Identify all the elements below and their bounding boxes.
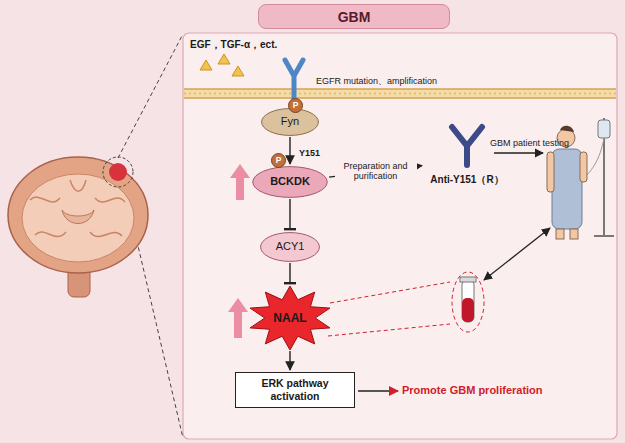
phospho-mark: P [271, 153, 286, 168]
up-arrow [230, 164, 250, 200]
star-shape [250, 286, 330, 350]
node-text: ACY1 [276, 240, 305, 253]
double-arrow [484, 228, 550, 280]
panel [183, 33, 617, 439]
blood-tube [452, 272, 484, 332]
node-text: Anti-Y151（R） [430, 174, 503, 186]
protein-ellipse: ACY1 [260, 232, 320, 262]
dashed-line [330, 282, 450, 303]
brain-illustration [8, 157, 148, 297]
text-label: EGF，TGF-α，ect. [190, 38, 277, 52]
text-label: Promote GBM proliferation [402, 384, 543, 396]
text-label: Y151 [299, 148, 320, 158]
protein-ellipse: Fyn [261, 108, 319, 136]
node-text: NAAL [273, 311, 306, 325]
ellipse-shape [261, 233, 320, 262]
node-text: Fyn [281, 115, 299, 128]
connector [289, 137, 290, 164]
text-label: GBM patient testing [490, 138, 569, 148]
phospho-mark: P [288, 98, 303, 113]
zoom-line [118, 34, 183, 158]
title-band: GBM [258, 4, 450, 29]
edge-label: Preparation and purification [335, 160, 417, 183]
ellipse-shape [262, 109, 319, 136]
ellipse-shape [253, 167, 327, 198]
metabolite-star: NAAL [248, 286, 332, 350]
protein-ellipse: BCKDK [252, 166, 328, 198]
connector [289, 351, 290, 370]
arrow [494, 152, 543, 153]
text-label: EGFR mutation、amplification [316, 75, 437, 88]
process-box: ERK pathway activation [235, 372, 355, 408]
cell-membrane [184, 89, 616, 98]
node-text: BCKDK [270, 175, 310, 188]
connector [289, 263, 290, 284]
dashed-line [328, 324, 450, 336]
ligand-triangles [200, 54, 244, 76]
node-text: ERK pathway activation [241, 377, 349, 402]
patient-figure [547, 118, 614, 239]
connector [289, 199, 290, 230]
antibody-icon [452, 127, 482, 165]
arrow [358, 390, 398, 391]
up-arrow [228, 298, 248, 338]
